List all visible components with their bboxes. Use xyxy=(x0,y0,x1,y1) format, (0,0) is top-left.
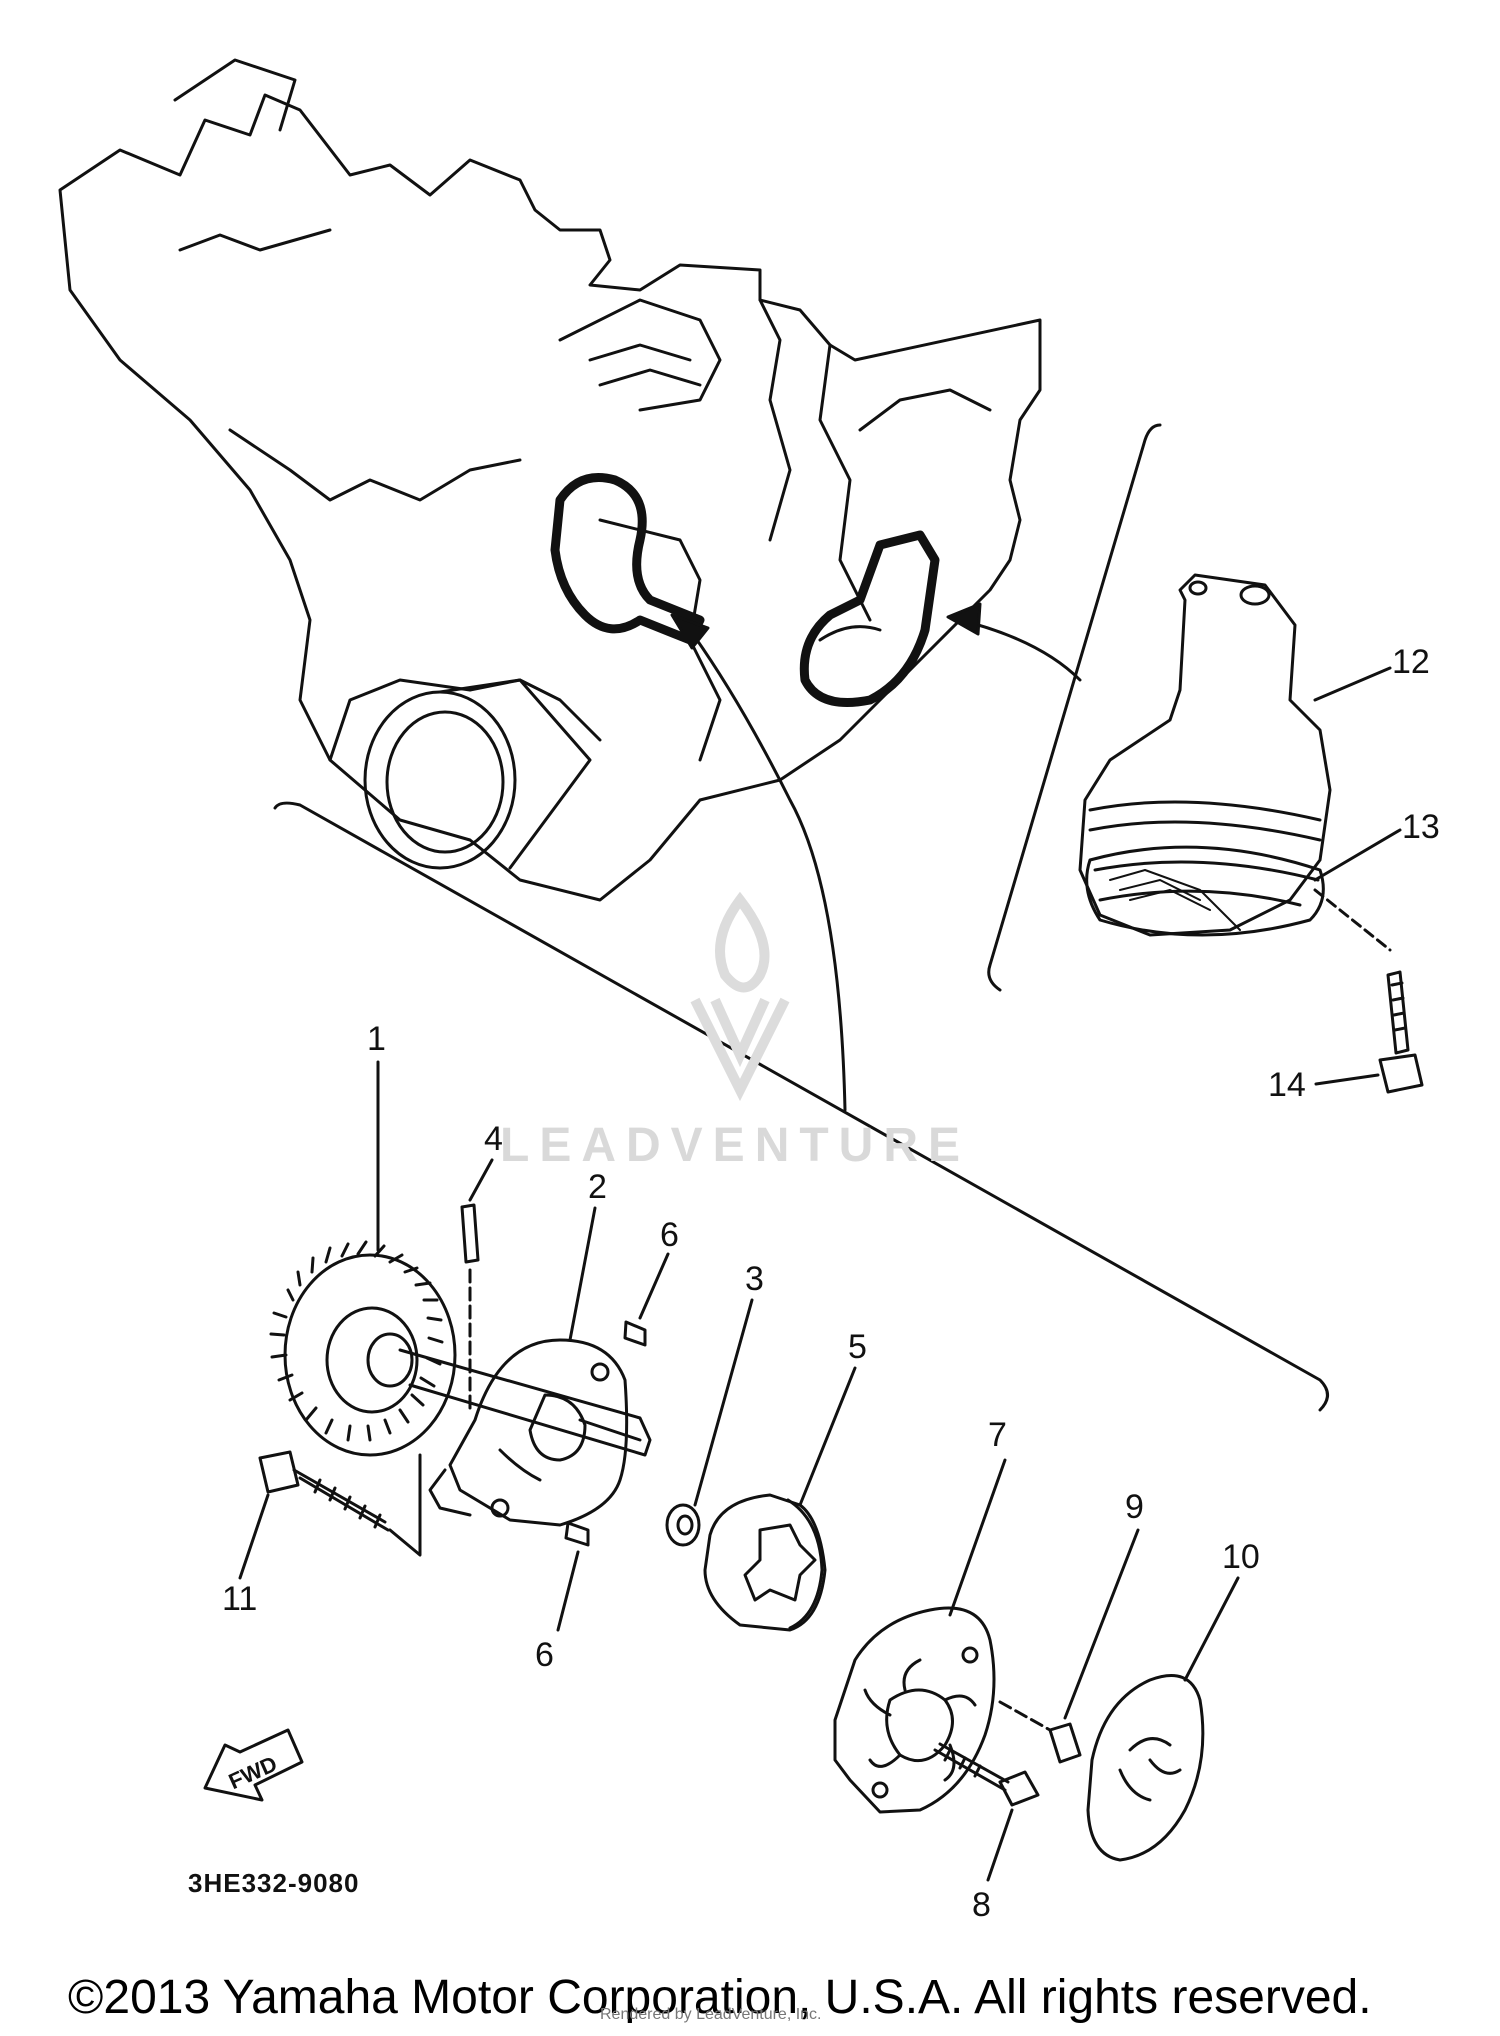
callout-11: 11 xyxy=(222,1580,258,1618)
washer xyxy=(665,1503,701,1547)
watermark-text: LEADVENTURE xyxy=(500,1119,971,1172)
leader-line-6-lower xyxy=(556,1550,580,1632)
drawing-code: 3HE332-9080 xyxy=(188,1868,360,1898)
leader-line-2 xyxy=(568,1206,597,1342)
callout-6-lower: 6 xyxy=(535,1636,554,1674)
oil-pump-housing xyxy=(428,1338,629,1527)
leader-line-13 xyxy=(1313,828,1402,882)
dowel-pin xyxy=(460,1203,480,1412)
outer-rotor xyxy=(703,1493,827,1632)
housing-bolt xyxy=(258,1450,422,1557)
watermark-logo-icon xyxy=(690,891,790,1102)
opening-inner-edge xyxy=(818,625,882,642)
callout-10: 10 xyxy=(1222,1538,1260,1576)
strainer-o-ring xyxy=(1085,845,1325,937)
pump-plate xyxy=(1086,1674,1205,1862)
copyright-notice: ©2013 Yamaha Motor Corporation, U.S.A. A… xyxy=(68,1971,1372,2024)
oil-passage-opening-right xyxy=(799,530,940,707)
callout-7: 7 xyxy=(988,1416,1007,1454)
callout-13: 13 xyxy=(1402,808,1440,846)
callout-9: 9 xyxy=(1125,1488,1144,1526)
engine-crankcase xyxy=(58,58,1042,902)
leader-line-10 xyxy=(1183,1576,1240,1682)
crankcase-boss xyxy=(363,678,592,870)
leader-line-6-upper xyxy=(638,1252,670,1320)
callout-6-upper: 6 xyxy=(660,1216,679,1254)
bracket-line-strainer xyxy=(987,423,1162,992)
callout-2: 2 xyxy=(588,1168,607,1206)
leader-line-3 xyxy=(693,1298,754,1507)
leader-line-11 xyxy=(238,1493,270,1580)
cover-pin xyxy=(1048,1722,1082,1764)
dowel-pin-upper xyxy=(623,1320,647,1347)
dowel-pin-lower xyxy=(564,1521,590,1547)
oil-pump-cover xyxy=(833,1606,996,1814)
callout-1: 1 xyxy=(367,1020,386,1058)
leader-line-7 xyxy=(948,1458,1007,1617)
leader-line-14 xyxy=(1314,1073,1380,1086)
bracket-line-main xyxy=(273,801,1329,1412)
leader-line-5 xyxy=(798,1366,857,1507)
oil-pump-drive-gear xyxy=(269,1240,652,1457)
leader-line-4 xyxy=(468,1158,494,1202)
leader-line-9 xyxy=(1063,1528,1140,1720)
rendered-by-notice: Rendered by LeadVenture, Inc. xyxy=(600,2006,822,2023)
callout-8: 8 xyxy=(972,1886,991,1924)
callout-5: 5 xyxy=(848,1328,867,1366)
install-arrow-strainer-head xyxy=(946,602,982,636)
callout-14: 14 xyxy=(1268,1066,1306,1104)
oil-passage-opening-left xyxy=(550,473,705,645)
oil-strainer xyxy=(1078,573,1332,937)
assembly-axis xyxy=(998,1700,1052,1732)
fwd-arrow-icon xyxy=(203,1728,304,1802)
callout-12: 12 xyxy=(1392,643,1430,681)
leader-line-12 xyxy=(1313,666,1392,702)
callout-4: 4 xyxy=(484,1120,503,1158)
install-arrow-pump xyxy=(688,628,847,1112)
strainer-bolt xyxy=(1313,888,1424,1094)
callout-3: 3 xyxy=(745,1260,764,1298)
cover-screw xyxy=(933,1742,1040,1807)
install-arrow-pump-head xyxy=(670,613,710,650)
leader-line-8 xyxy=(986,1808,1014,1882)
